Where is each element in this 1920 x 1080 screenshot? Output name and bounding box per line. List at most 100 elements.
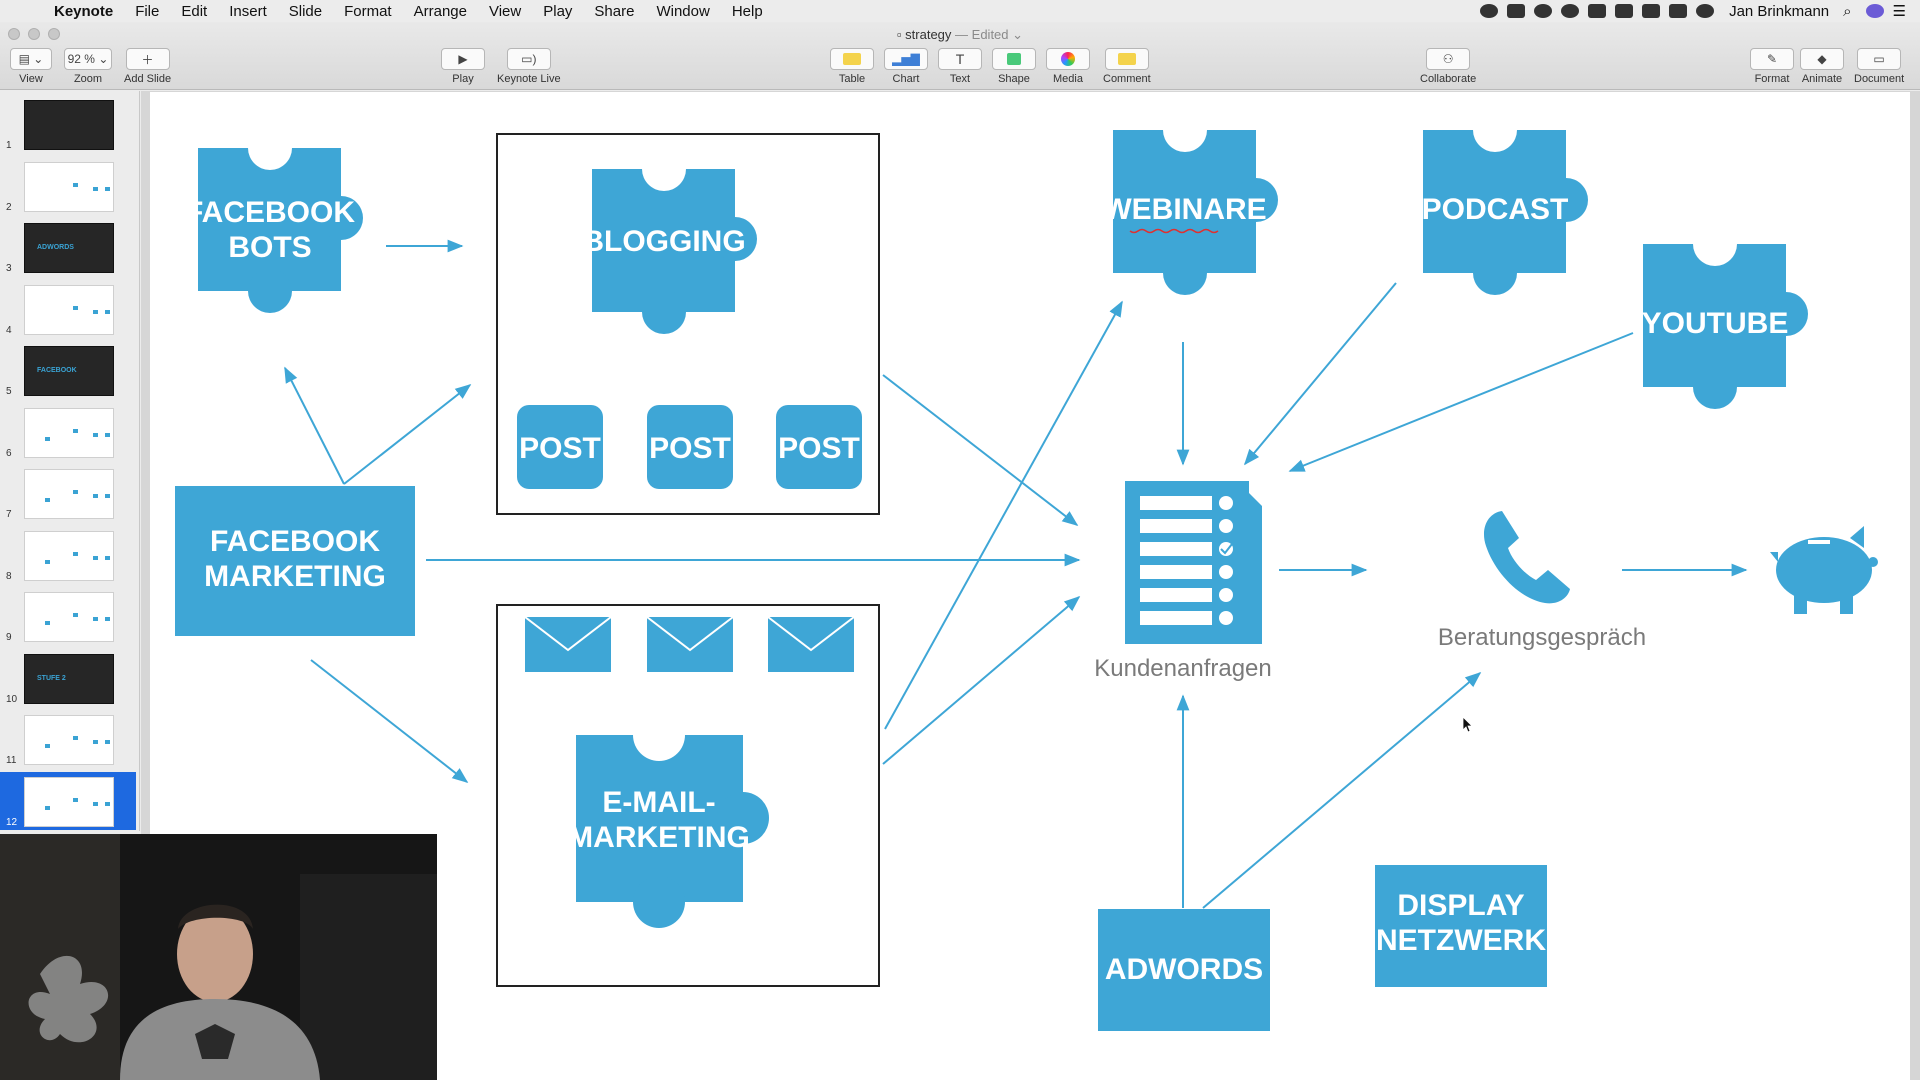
comment-button[interactable]	[1104, 48, 1149, 70]
slide-thumbnail-11[interactable]: 11	[0, 710, 136, 768]
slide-preview: FACEBOOK	[24, 346, 114, 396]
slide-preview-shape	[105, 309, 110, 314]
menu-format[interactable]: Format	[344, 2, 392, 20]
status-icon-1[interactable]	[1480, 4, 1499, 18]
slide-thumbnail-7[interactable]: 7	[0, 464, 136, 522]
table-button[interactable]	[830, 48, 874, 70]
slide-preview-shape	[105, 186, 110, 191]
slide-preview-shape	[105, 555, 110, 560]
play-control[interactable]: ▶ Play	[441, 48, 485, 85]
keynote-live-button[interactable]: ▭)	[506, 48, 551, 70]
puzzle-blogging[interactable]	[592, 147, 757, 334]
play-button[interactable]: ▶	[441, 48, 485, 70]
status-icon-6[interactable]	[1615, 4, 1634, 18]
post-tile-1[interactable]	[517, 405, 603, 489]
menu-share[interactable]: Share	[594, 2, 635, 20]
menu-insert[interactable]: Insert	[229, 2, 267, 20]
status-icon-7[interactable]	[1642, 4, 1661, 18]
comment-icon	[1117, 53, 1136, 65]
zoom-select[interactable]: 92 % ⌄	[64, 48, 112, 70]
document-control[interactable]: ▭ Document	[1854, 48, 1904, 85]
puzzle-podcast[interactable]	[1423, 108, 1588, 295]
webcam-video	[0, 834, 437, 1080]
menu-arrange[interactable]: Arrange	[413, 2, 467, 20]
shape-button[interactable]	[992, 48, 1036, 70]
status-icon-2[interactable]	[1507, 4, 1526, 18]
post-tile-3[interactable]	[776, 405, 862, 489]
box-adwords[interactable]	[1098, 909, 1270, 1031]
puzzle-webinare[interactable]	[1113, 108, 1278, 295]
menu-edit[interactable]: Edit	[181, 2, 208, 20]
phone-icon	[1483, 511, 1570, 604]
comment-control[interactable]: Comment	[1103, 48, 1151, 85]
view-button[interactable]: ▤ ⌄	[10, 48, 52, 70]
puzzle-youtube[interactable]	[1643, 222, 1808, 409]
animate-button[interactable]: ◆	[1800, 48, 1844, 70]
chart-control[interactable]: ▂▅▇ Chart	[884, 48, 928, 85]
status-icon-4[interactable]	[1561, 4, 1580, 18]
table-control[interactable]: Table	[830, 48, 874, 85]
notification-center-icon[interactable]: ☰	[1892, 3, 1906, 20]
slide-thumbnail-12[interactable]: 12	[0, 771, 136, 830]
collaborate-control[interactable]: ⚇ Collaborate	[1420, 48, 1476, 85]
document-button[interactable]: ▭	[1857, 48, 1902, 70]
strategy-diagram: FACEBOOK BOTS BLOGGING POST POST POST FA…	[175, 108, 1878, 1031]
chart-button[interactable]: ▂▅▇	[884, 48, 928, 70]
menu-app[interactable]: Keynote	[54, 2, 114, 20]
format-control[interactable]: ✎ Format	[1750, 48, 1794, 85]
spotlight-search-icon[interactable]: ⌕	[1843, 2, 1852, 20]
box-facebook-marketing[interactable]	[175, 486, 415, 636]
view-control[interactable]: ▤ ⌄ View	[10, 48, 52, 85]
media-control[interactable]: Media	[1046, 48, 1090, 85]
menu-slide[interactable]: Slide	[288, 2, 323, 20]
slide-preview-shape	[45, 621, 50, 625]
slide-thumbnail-6[interactable]: 6	[0, 403, 136, 461]
add-slide-button[interactable]: ＋	[125, 48, 170, 70]
menu-view[interactable]: View	[488, 2, 522, 20]
slide-preview-shape	[93, 617, 98, 621]
status-icon-5[interactable]	[1588, 4, 1607, 18]
animate-control[interactable]: ◆ Animate	[1800, 48, 1844, 85]
collaborate-button[interactable]: ⚇	[1426, 48, 1471, 70]
slide-thumbnail-9[interactable]: 9	[0, 587, 136, 645]
keynote-live-control[interactable]: ▭) Keynote Live	[497, 48, 561, 85]
text-control[interactable]: T Text	[938, 48, 982, 85]
close-window-button[interactable]	[8, 28, 20, 40]
toolbar: ▫ strategy — Edited ⌄ ▤ ⌄ View 92 % ⌄ Zo…	[0, 22, 1920, 90]
airplay-icon[interactable]	[1669, 4, 1688, 18]
puzzle-email-marketing[interactable]	[576, 709, 769, 928]
menu-window[interactable]: Window	[656, 2, 710, 20]
slide-canvas[interactable]: FACEBOOK BOTS BLOGGING POST POST POST FA…	[150, 92, 1910, 1080]
document-title[interactable]: ▫ strategy — Edited ⌄	[896, 27, 1024, 42]
shape-control[interactable]: Shape	[992, 48, 1036, 85]
slide-thumbnail-2[interactable]: 2	[0, 157, 136, 215]
slide-thumbnail-1[interactable]: 1	[0, 95, 136, 153]
add-slide-control[interactable]: ＋ Add Slide	[124, 48, 171, 85]
siri-icon[interactable]	[1865, 4, 1884, 18]
time-machine-icon[interactable]	[1696, 4, 1715, 18]
slide-number: 4	[6, 324, 12, 336]
envelope-icon	[646, 616, 734, 672]
puzzle-facebook-bots[interactable]	[198, 126, 363, 313]
menu-play[interactable]: Play	[543, 2, 573, 20]
menu-file[interactable]: File	[135, 2, 160, 20]
user-name[interactable]: Jan Brinkmann	[1729, 2, 1830, 20]
text-button[interactable]: T	[938, 48, 982, 70]
post-tile-2[interactable]	[647, 405, 733, 489]
zoom-window-button[interactable]	[48, 28, 60, 40]
box-display-netzwerk[interactable]	[1375, 865, 1547, 987]
format-button[interactable]: ✎	[1750, 48, 1794, 70]
zoom-control[interactable]: 92 % ⌄ Zoom	[64, 48, 112, 85]
label-post-3: POST	[778, 432, 860, 465]
slide-thumbnail-8[interactable]: 8	[0, 526, 136, 584]
slide-preview	[24, 715, 114, 765]
slide-thumbnail-4[interactable]: 4	[0, 280, 136, 338]
media-button[interactable]	[1046, 48, 1090, 70]
menu-help[interactable]: Help	[731, 2, 763, 20]
status-icon-3[interactable]	[1534, 4, 1553, 18]
minimize-window-button[interactable]	[28, 28, 40, 40]
